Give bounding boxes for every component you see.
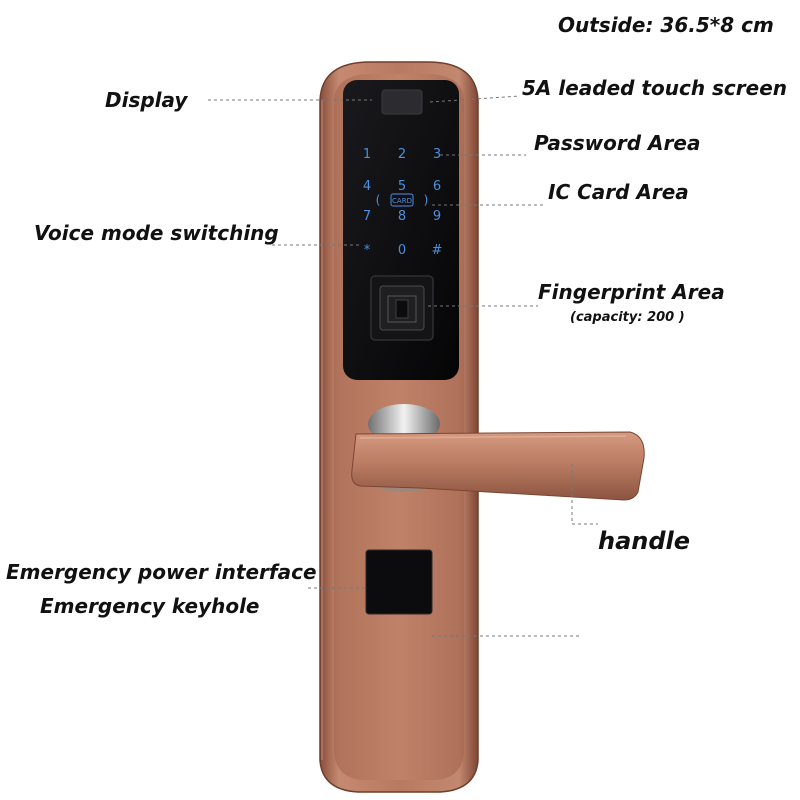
outside-dimensions: Outside: 36.5*8 cm [558, 13, 774, 37]
label-ic-card-area: IC Card Area [548, 180, 689, 204]
key-2[interactable]: 2 [398, 147, 406, 162]
fingerprint-reader[interactable] [370, 275, 434, 341]
label-display: Display [105, 88, 188, 112]
key-4[interactable]: 4 [363, 179, 371, 194]
label-password-area: Password Area [534, 131, 701, 155]
label-emergency-power: Emergency power interface [6, 560, 317, 584]
key-1[interactable]: 1 [363, 147, 371, 162]
key-7[interactable]: 7 [363, 209, 371, 224]
key-9[interactable]: 9 [433, 209, 441, 224]
keypad: 1 2 3 4 5 6 7 8 9 * 0 # ( CARD ) [363, 147, 443, 258]
fingerprint-icon [395, 299, 409, 319]
svg-text:(: ( [376, 193, 381, 207]
label-fingerprint-capacity: (capacity: 200 ) [570, 310, 685, 325]
key-6[interactable]: 6 [433, 179, 441, 194]
svg-text:): ) [424, 193, 429, 207]
ic-card-icon: ( CARD ) [376, 193, 429, 207]
key-3[interactable]: 3 [433, 147, 441, 162]
key-8[interactable]: 8 [398, 209, 406, 224]
key-hash[interactable]: # [432, 243, 443, 258]
label-fingerprint-area: Fingerprint Area [538, 280, 725, 304]
leader-lines [208, 95, 598, 637]
emergency-cover[interactable] [365, 549, 433, 615]
card-label: CARD [392, 197, 412, 205]
display-window [381, 89, 423, 115]
label-voice-mode: Voice mode switching [34, 221, 279, 245]
leader-handle [571, 464, 598, 525]
lever-handle[interactable] [351, 431, 645, 501]
key-star[interactable]: * [364, 243, 371, 258]
key-0[interactable]: 0 [398, 243, 406, 258]
label-handle: handle [598, 527, 691, 555]
label-touch-screen: 5A leaded touch screen [522, 76, 788, 100]
label-emergency-keyhole: Emergency keyhole [40, 594, 260, 618]
key-5[interactable]: 5 [398, 179, 406, 194]
